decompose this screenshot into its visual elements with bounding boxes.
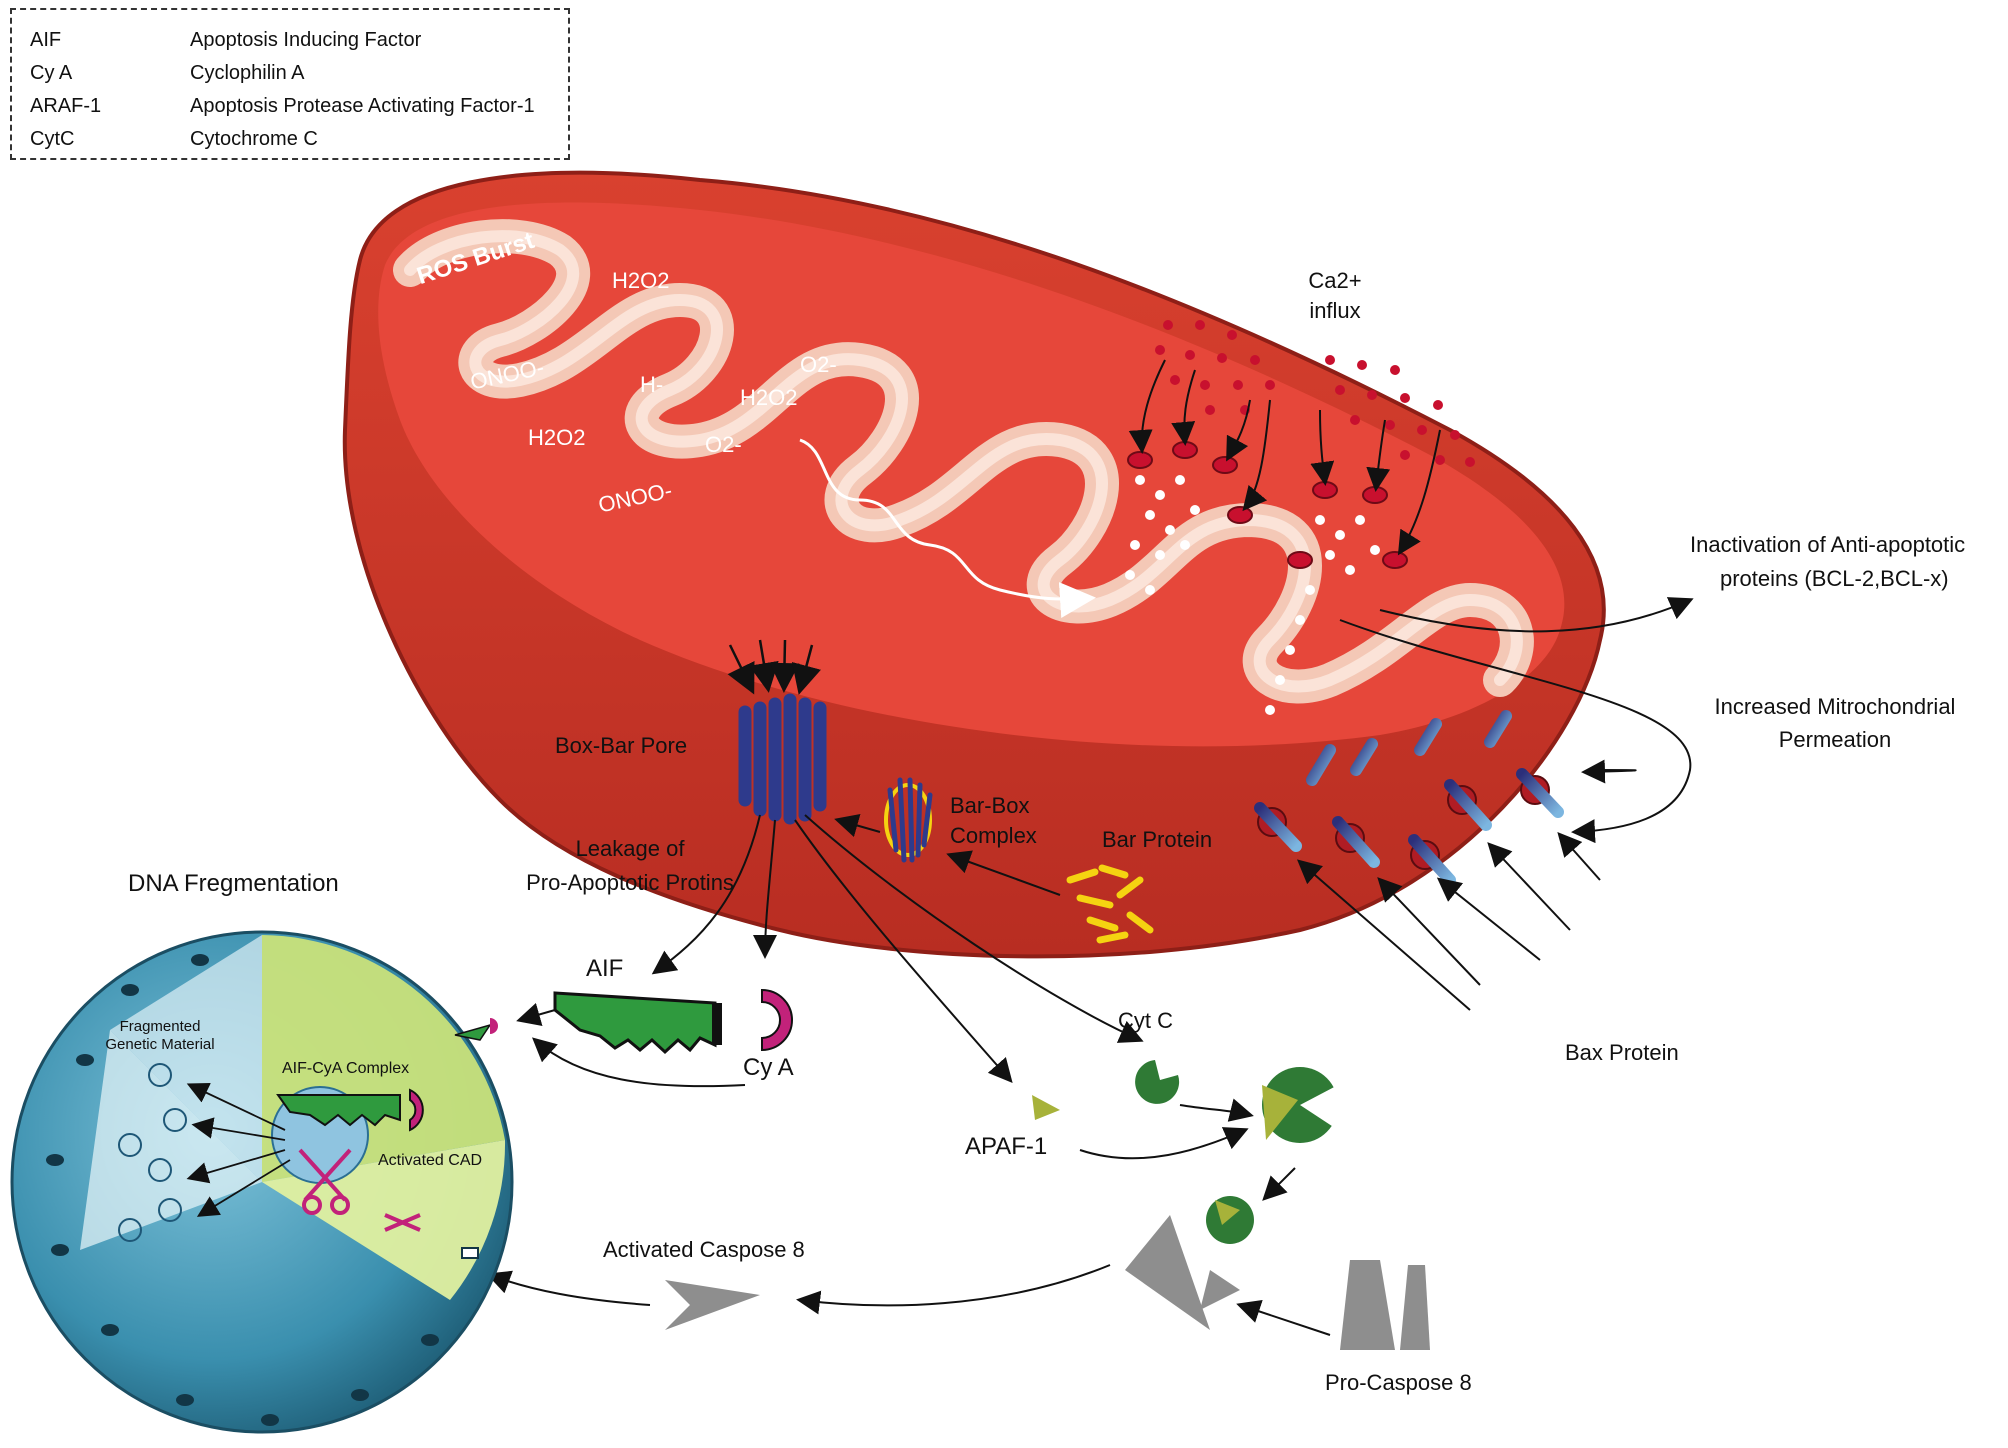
inactivation-arrow — [1379, 597, 1694, 633]
species-h2o2-3: H2O2 — [528, 425, 586, 450]
box-bar-pore — [738, 693, 827, 825]
activated-cad-label: Activated CAD — [378, 1152, 483, 1169]
bax-protein — [1509, 834, 1706, 1018]
legend-abbr: CytC — [30, 128, 75, 150]
pro-caspase-8 — [1340, 1260, 1430, 1350]
apaf-label: APAF-1 — [965, 1133, 1048, 1160]
permeation-arrow — [1339, 619, 1692, 844]
legend-row: AIF Apoptosis Inducing Factor — [30, 24, 550, 57]
species-o2-2: O2- — [705, 432, 742, 457]
influx-label: influx — [1309, 298, 1361, 323]
nucleus — [10, 930, 514, 1434]
legend-definition: Apoptosis Inducing Factor — [190, 29, 422, 51]
bar-protein-rods — [1066, 864, 1154, 944]
fragmented-label-line1: Fragmented — [119, 1018, 201, 1035]
cya-label: Cy A — [743, 1054, 794, 1081]
mitochondrion — [342, 170, 1606, 959]
bar-box-label-line2: Complex — [950, 823, 1037, 848]
complex-to-pore-arrow — [834, 813, 881, 838]
legend-definition: Cyclophilin A — [190, 62, 305, 84]
inactivation-label-line1: Inactivation of Anti-apoptotic — [1690, 532, 1966, 557]
aif-cya-complex-label: AIF-CyA Complex — [282, 1060, 410, 1077]
legend-definition: Cytochrome C — [190, 128, 318, 150]
cytc-label: Cyt C — [1118, 1008, 1173, 1033]
apoptosome-small — [1206, 1196, 1254, 1244]
aif-shape — [553, 991, 722, 1055]
apaf-to-apoptosome-arrow — [1079, 1127, 1249, 1160]
caspase-activation-arrow — [796, 1264, 1111, 1315]
fragmented-label-line2: Genetic Material — [105, 1036, 215, 1053]
calcium-influx-arrows — [1128, 359, 1441, 556]
procaspase-arrow — [1236, 1299, 1331, 1336]
legend-abbr: ARAF-1 — [30, 95, 102, 117]
cya-to-nucleus-arrow — [532, 1037, 746, 1088]
species-o2-1: O2- — [800, 352, 837, 377]
bar-box-complex — [884, 777, 933, 863]
bar-to-complex-arrow — [946, 850, 1061, 896]
bar-protein-label: Bar Protein — [1102, 827, 1213, 852]
activated-caspase8-label: Activated Caspose 8 — [603, 1237, 805, 1262]
ros-wave-arrow — [799, 438, 1096, 618]
cristae-highlight — [404, 230, 1523, 693]
bar-box-label-line1: Bar-Box — [950, 793, 1030, 818]
caspase-complex — [1125, 1215, 1240, 1330]
leakage-label-line1: Leakage of — [575, 836, 685, 861]
cytc-to-apoptosome-arrow — [1179, 1098, 1254, 1122]
legend-abbr: Cy A — [30, 62, 73, 84]
ca-label: Ca2+ — [1308, 268, 1362, 293]
leakage-label-line2: Pro-Apoptotic Protins — [526, 870, 734, 895]
bax-insertion-arrows — [1296, 832, 1601, 1011]
caspase-to-nucleus-arrow — [486, 1270, 651, 1306]
activated-caspase-8-shape — [665, 1280, 760, 1330]
cytc-shape — [1135, 1060, 1180, 1104]
aif-label: AIF — [586, 955, 624, 982]
legend-row: ARAF-1 Apoptosis Protease Activating Fac… — [30, 90, 550, 123]
cya-shape — [761, 988, 793, 1052]
bax-protein-label: Bax Protein — [1565, 1040, 1679, 1065]
species-h2o2-1: H2O2 — [612, 268, 670, 293]
permeation-label-line1: Increased Mitrochondrial — [1714, 694, 1956, 719]
apaf-shape — [1032, 1095, 1060, 1120]
pro-caspase8-label: Pro-Caspose 8 — [1325, 1370, 1472, 1395]
apoptosome — [1262, 1067, 1338, 1143]
abbreviation-legend: AIF Apoptosis Inducing Factor Cy A Cyclo… — [10, 8, 570, 160]
permeation-arrow-2 — [1581, 759, 1637, 784]
species-h: H- — [640, 372, 664, 397]
apoptosome-to-caspase-arrow — [1262, 1167, 1296, 1201]
leakage-arrows — [651, 814, 1144, 1084]
legend-definition: Apoptosis Protease Activating Factor-1 — [190, 95, 535, 117]
dna-fragmentation-label: DNA Fregmentation — [128, 870, 339, 897]
aif-to-nucleus-arrow — [516, 1002, 556, 1027]
legend-row: Cy A Cyclophilin A — [30, 57, 550, 90]
legend-abbr: AIF — [30, 29, 62, 51]
species-h2o2-2: H2O2 — [740, 385, 798, 410]
calcium-ion-cloud — [1155, 320, 1475, 467]
permeation-label-line2: Permeation — [1778, 727, 1892, 752]
inactivation-label-line2: proteins (BCL-2,BCL-x) — [1720, 566, 1949, 591]
box-bar-pore-label: Box-Bar Pore — [555, 733, 688, 758]
bax-membrane-rods — [1254, 710, 1564, 886]
pore-input-arrows — [727, 639, 821, 695]
legend-row: CytC Cytochrome C — [30, 123, 550, 156]
calcium-inside-dots — [1125, 475, 1380, 715]
